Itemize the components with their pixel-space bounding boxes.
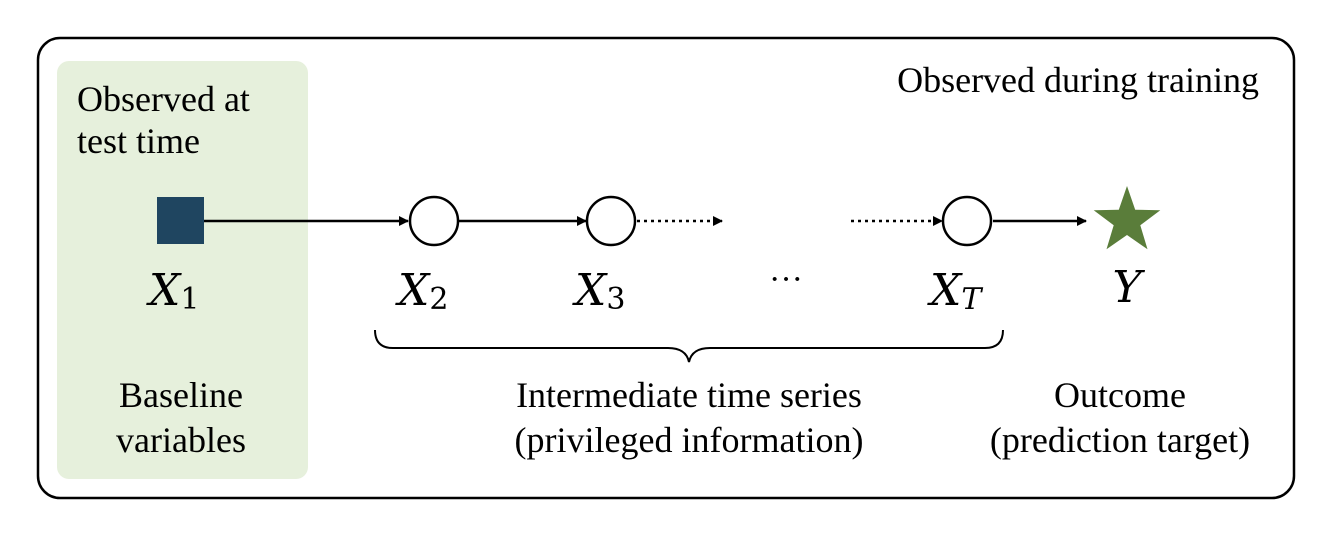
training-panel-title: Observed during training [897,60,1259,100]
baseline-panel [57,61,308,479]
node-x1-square [157,197,204,244]
label-x2: X2 [395,265,448,317]
node-x3-circle [585,195,637,247]
node-xt-circle [941,195,993,247]
intermediate-caption-line2: (privileged information) [515,420,864,460]
node-x2-circle [408,195,460,247]
label-y: Y [1112,262,1145,313]
ellipsis: ··· [769,261,803,298]
outcome-caption-line1: Outcome [1054,375,1186,415]
intermediate-caption-line1: Intermediate time series [516,375,862,415]
intermediate-brace [374,329,1004,363]
baseline-heading-line1: Observed at [77,79,250,119]
baseline-caption-line2: variables [116,420,246,460]
label-x3: X3 [572,265,625,317]
training-panel [36,36,1296,500]
label-xt: XT [927,265,983,317]
label-x1: X1 [146,265,199,317]
outcome-caption-line2: (prediction target) [990,420,1250,460]
baseline-caption-line1: Baseline [119,375,243,415]
node-y-star-icon [1093,186,1161,250]
baseline-heading-line2: test time [77,121,200,161]
